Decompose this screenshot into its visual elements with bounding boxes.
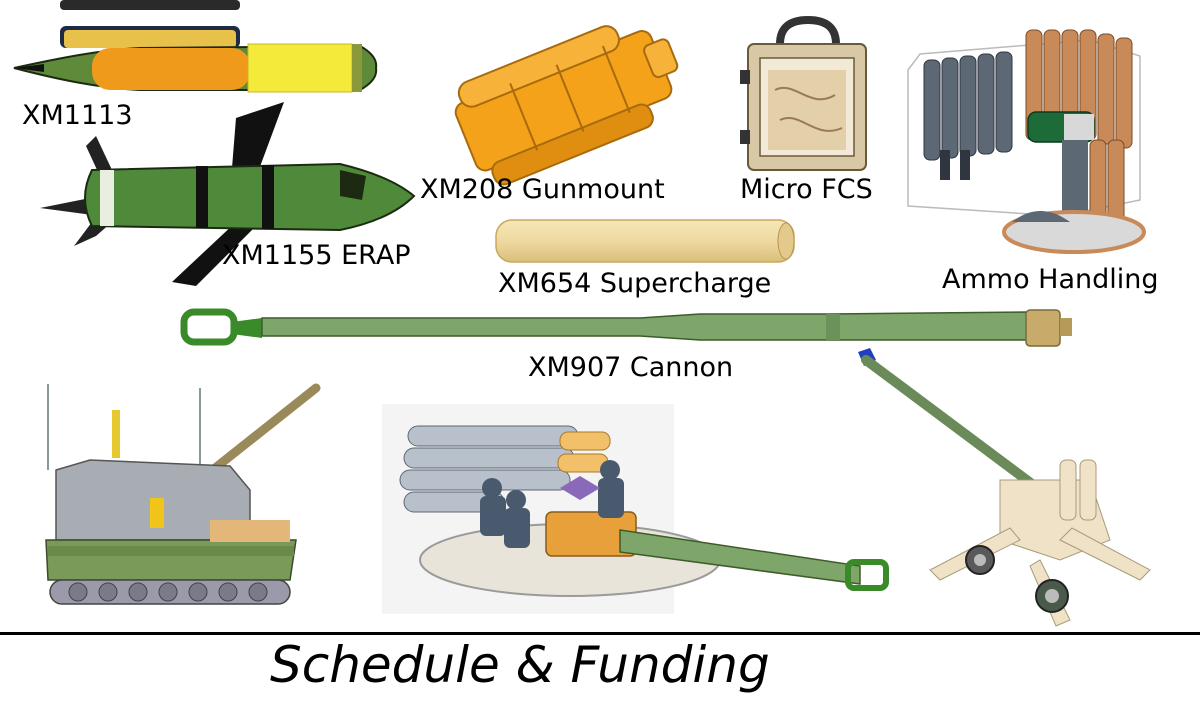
micro-fcs-label: Micro FCS	[740, 174, 873, 205]
xm907-cannon-label: XM907 Cannon	[528, 352, 734, 383]
xm654-supercharge-label: XM654 Supercharge	[498, 268, 772, 299]
ammo-handling-label: Ammo Handling	[942, 264, 1159, 295]
footer-title: Schedule & Funding	[270, 636, 770, 694]
xm1113-label: XM1113	[22, 100, 133, 131]
xm208-gunmount-label: XM208 Gunmount	[420, 174, 665, 205]
footer-divider	[0, 632, 1200, 635]
xm1155-erap-label: XM1155 ERAP	[222, 240, 411, 271]
